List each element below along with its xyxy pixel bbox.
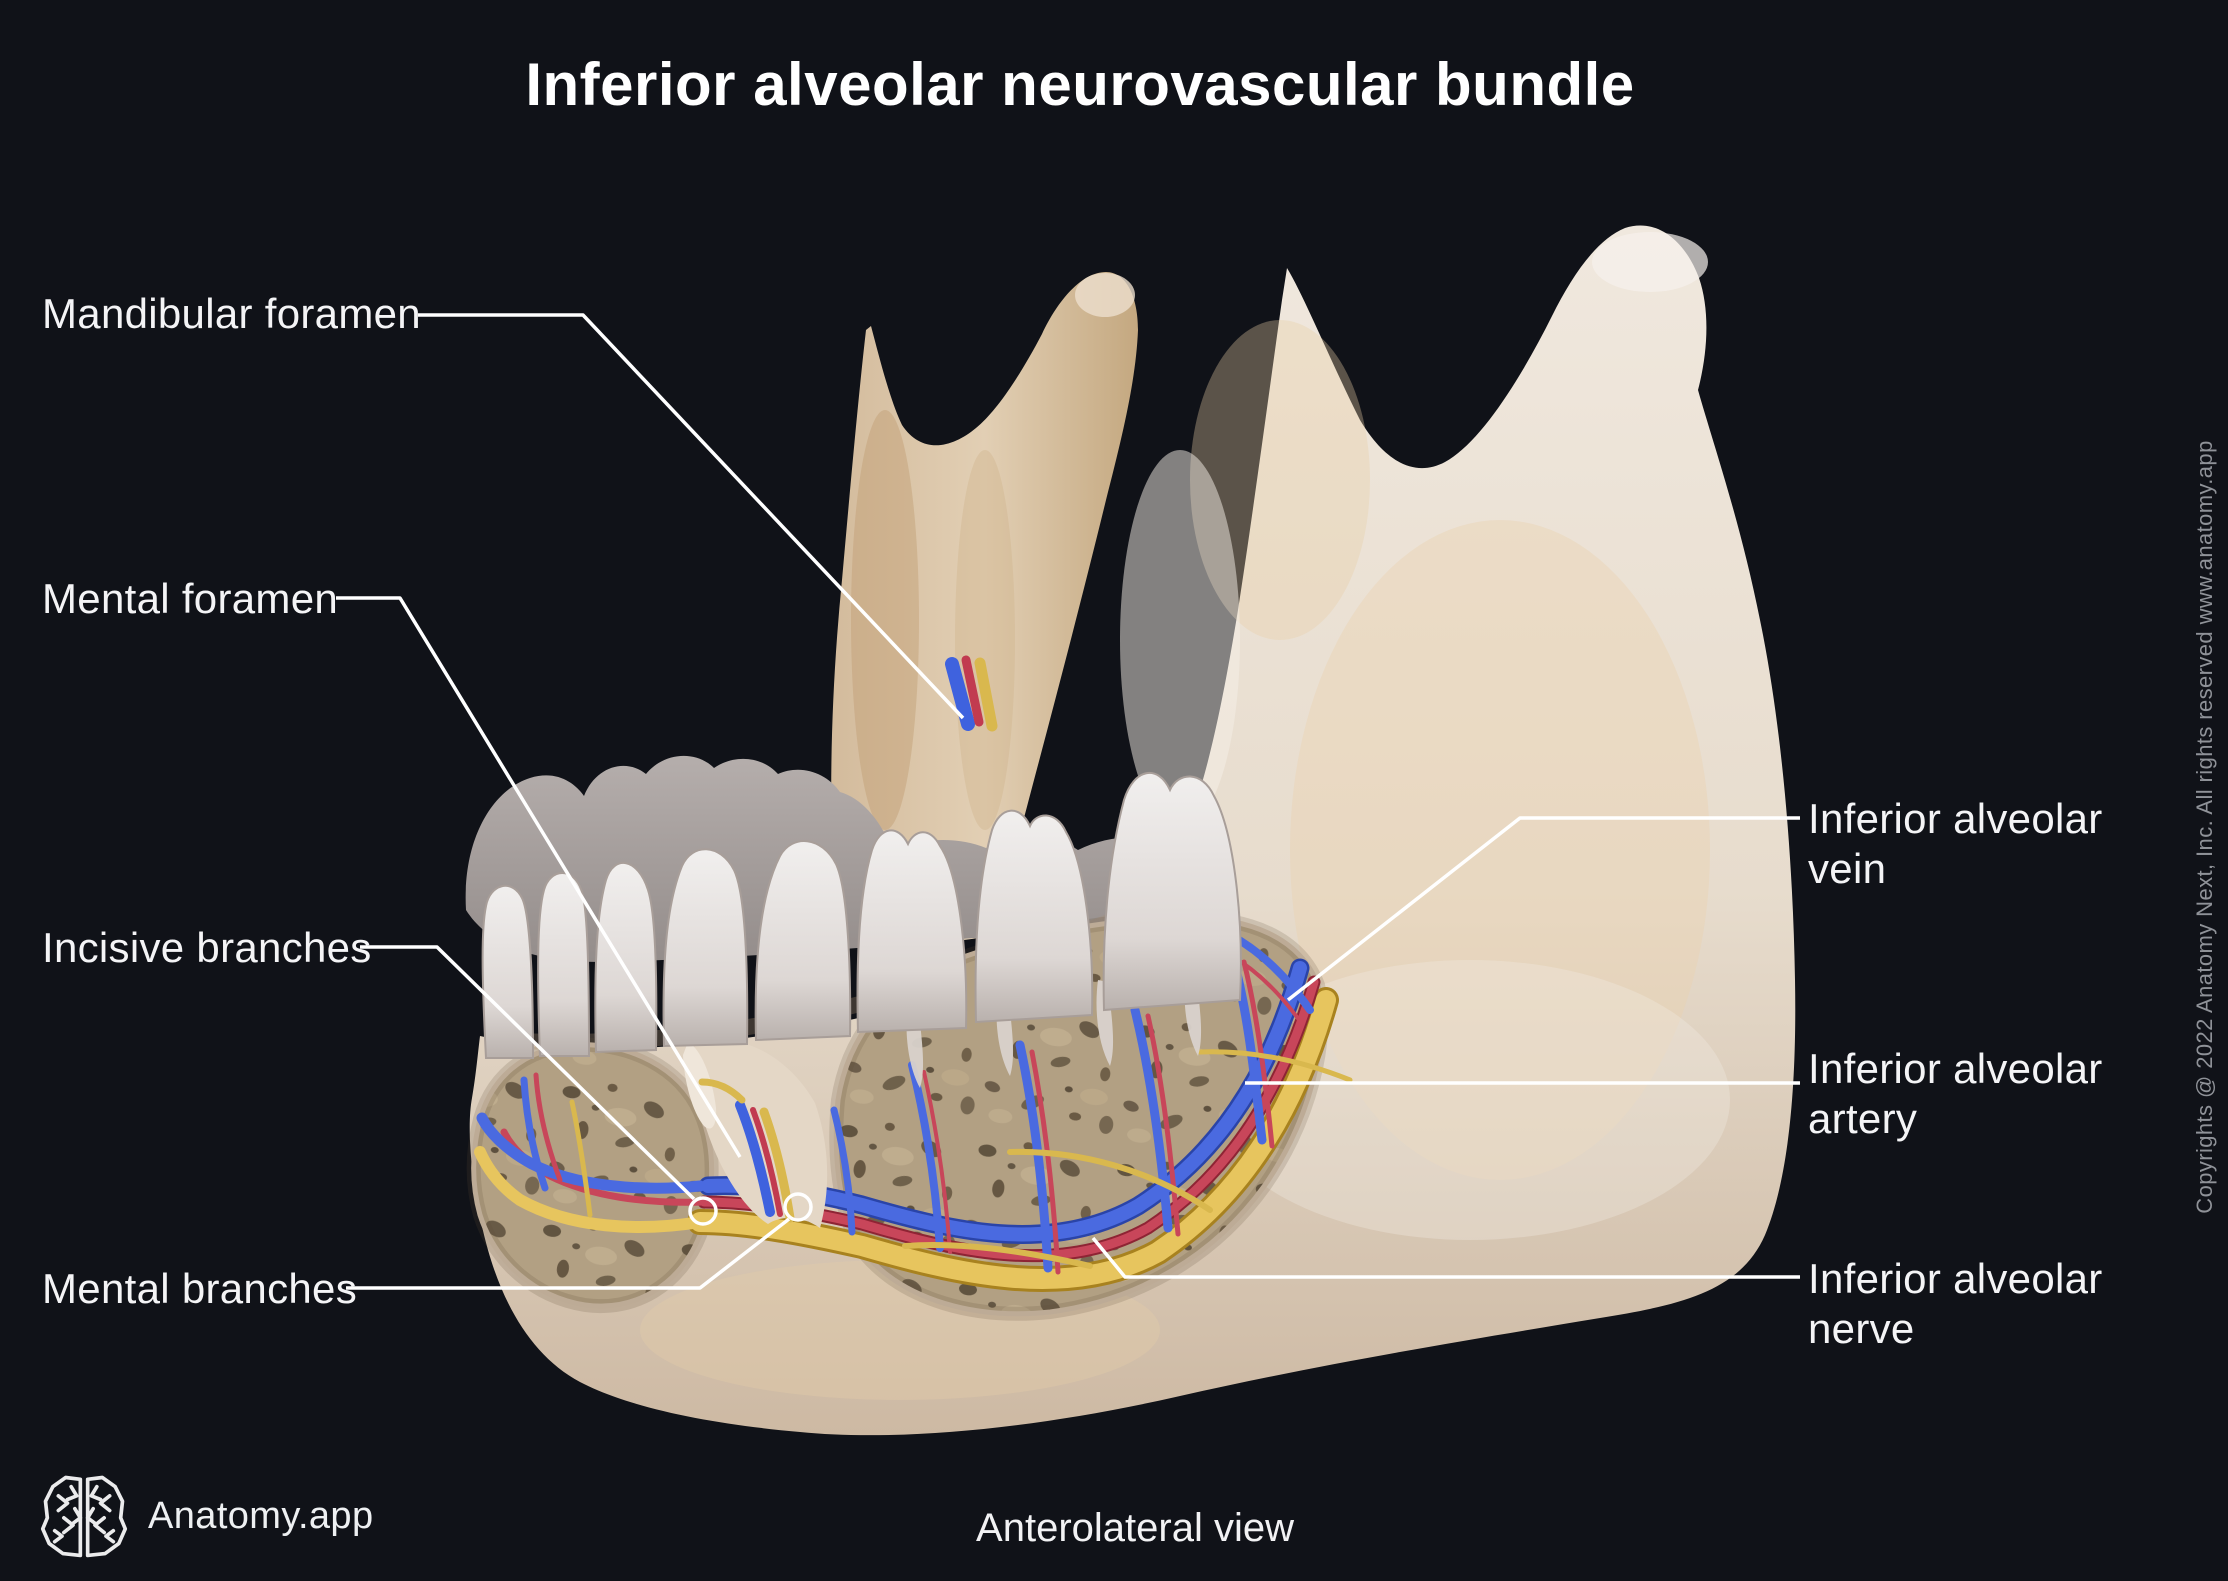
page-title: Inferior alveolar neurovascular bundle bbox=[525, 51, 1635, 118]
mental-branches-circle bbox=[783, 1192, 813, 1222]
view-label: Anterolateral view bbox=[976, 1506, 1294, 1550]
leader-inferior-alveolar-nerve bbox=[1091, 1236, 1800, 1279]
label-mental-branches: Mental branches bbox=[42, 1265, 358, 1312]
far-ramus bbox=[831, 272, 1138, 942]
annotation-circles bbox=[688, 1192, 813, 1226]
label-inferior-alveolar-nerve: Inferior alveolar nerve bbox=[1808, 1255, 2103, 1352]
brand-name: Anatomy.app bbox=[148, 1495, 374, 1537]
leader-inferior-alveolar-vein bbox=[1286, 816, 1800, 1002]
leader-mental-branches bbox=[346, 1217, 791, 1290]
leader-incisive-branches bbox=[360, 945, 696, 1201]
label-inferior-alveolar-artery: Inferior alveolar artery bbox=[1808, 1045, 2103, 1142]
label-mental-foramen: Mental foramen bbox=[42, 575, 339, 622]
label-incisive-branches: Incisive branches bbox=[42, 924, 372, 971]
label-mandibular-foramen: Mandibular foramen bbox=[42, 290, 421, 337]
leader-mandibular-foramen bbox=[418, 313, 965, 720]
label-inferior-alveolar-vein: Inferior alveolar vein bbox=[1808, 795, 2103, 892]
incisive-branches-circle bbox=[688, 1196, 718, 1226]
brain-icon bbox=[40, 1475, 128, 1558]
mandibular-foramen-bundle bbox=[945, 655, 998, 732]
leader-lines bbox=[336, 313, 1800, 1290]
teeth bbox=[481, 772, 1242, 1059]
leader-mental-foramen bbox=[336, 596, 742, 1158]
copyright-text: Copyrights @ 2022 Anatomy Next, Inc. All… bbox=[2192, 440, 2217, 1214]
